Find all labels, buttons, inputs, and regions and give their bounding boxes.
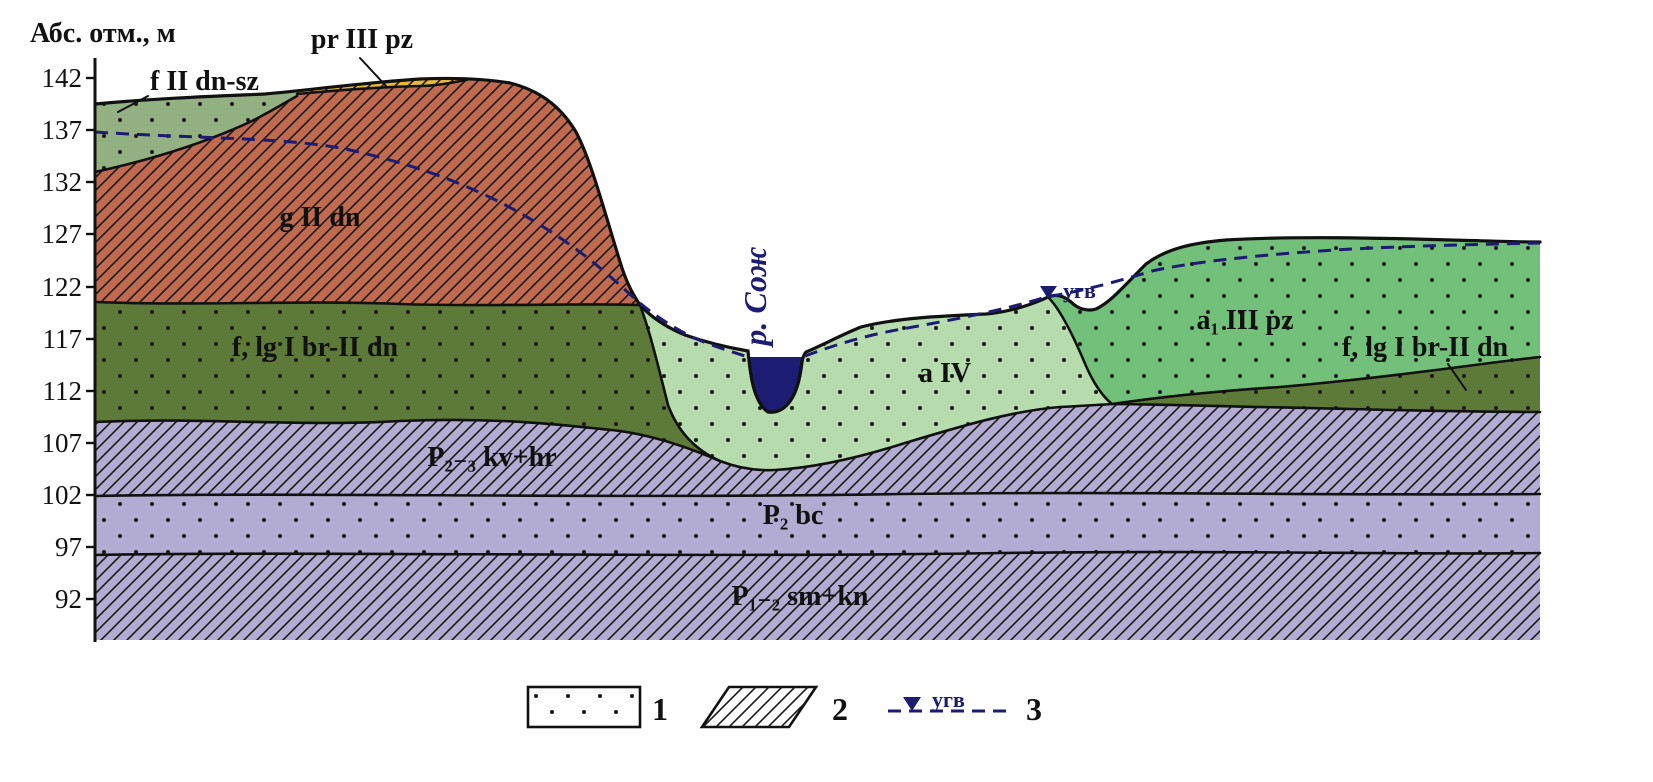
groundwater-line-right: [804, 241, 1541, 358]
tick-label: 122: [42, 272, 83, 302]
layer-boundaries: [93, 57, 1542, 557]
legend-item-hatch: 2: [699, 685, 848, 729]
label-p23: P₂₋₃ kv+hr: [427, 442, 556, 473]
axis-title: Абс. отм., м: [30, 18, 176, 49]
axis-ticks: 142 137 132 127 122 117 112 107 102 97 9…: [42, 63, 95, 614]
boundary-gdn-flg: [93, 300, 642, 307]
leader-f-dn-sz: [117, 95, 149, 113]
tick-label: 97: [55, 532, 82, 562]
groundwater-label: угв: [1063, 278, 1096, 303]
label-f-lg-left: f, lg I br-II dn: [232, 332, 399, 363]
legend-hatch-pattern: [702, 687, 816, 727]
leader-f-lg-right: [1447, 363, 1467, 391]
tick-label: 112: [43, 376, 83, 406]
label-f-dn-sz: f II dn-sz: [150, 66, 259, 97]
tick-label: 137: [42, 115, 83, 145]
label-a-iv: a IV: [919, 358, 971, 389]
legend-dots-pattern: [528, 687, 640, 727]
terrain-surface-line: [93, 76, 1542, 414]
label-p12: P₁₋₂ sm+kn: [732, 581, 869, 612]
tick-label: 117: [43, 324, 83, 354]
legend-num-2: 2: [832, 691, 848, 727]
layer-labels: f II dn-sz pr III pz g II dn f, lg I br-…: [150, 24, 1509, 612]
legend: 1 2 угв 3: [526, 685, 1042, 729]
tick-label: 132: [42, 167, 83, 197]
legend-item-groundwater: угв 3: [888, 687, 1042, 727]
legend-num-3: 3: [1026, 691, 1042, 727]
tick-label: 92: [55, 584, 82, 614]
legend-num-1: 1: [652, 691, 668, 727]
boundary-a1pz-flg: [1110, 355, 1542, 406]
legend-groundwater-marker-icon: [903, 697, 921, 711]
label-f-lg-right: f, lg I br-II dn: [1342, 332, 1509, 363]
boundary-valley-left-wall: [638, 303, 722, 463]
label-a1-pz: a₁ III pz: [1196, 305, 1293, 336]
label-p2bc: P₂ bc: [763, 500, 824, 531]
tick-label: 102: [42, 480, 83, 510]
legend-groundwater-label: угв: [932, 687, 965, 712]
boundary-valley-right-wall: [1046, 295, 1114, 406]
boundary-p2bc-p12: [93, 550, 1542, 557]
boundary-p23-p2bc: [93, 491, 1542, 498]
groundwater-line: [94, 130, 1541, 359]
label-g-dn: g II dn: [280, 202, 361, 233]
tick-label: 127: [42, 219, 83, 249]
boundary-fdnsz-gdn: [93, 94, 299, 174]
groundwater-marker-icon: [1040, 286, 1057, 299]
groundwater-line-left: [94, 130, 749, 359]
tick-label: 142: [42, 63, 83, 93]
legend-item-dots: 1: [526, 685, 668, 729]
leader-pr-pz: [359, 57, 387, 87]
label-pr-pz: pr III pz: [311, 24, 413, 55]
river-label: р. Сож: [737, 246, 773, 348]
elevation-axis: Абс. отм., м 142 137 132 127 122 117 112…: [30, 18, 176, 642]
boundary-top-of-p23: [93, 402, 1542, 472]
tick-label: 107: [42, 428, 83, 458]
boundary-prpz-bottom: [295, 77, 472, 96]
